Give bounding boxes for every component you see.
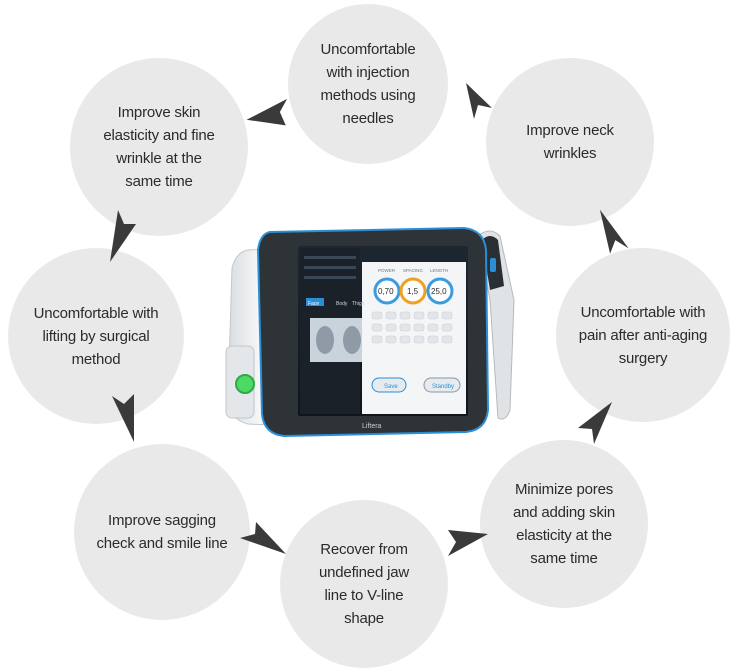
tab-thigh[interactable]: Thigh [352, 301, 365, 307]
bubble-neck-wrinkles: Improve neck wrinkles [486, 58, 654, 226]
bubble-label: Uncomfortable with lifting by surgical m… [33, 304, 159, 368]
readout-label: SPACING [403, 268, 423, 273]
readout-length: LENGTH 25,0 [426, 268, 454, 305]
bubble-surgical-lifting: Uncomfortable with lifting by surgical m… [8, 248, 184, 424]
bubble-skin-elasticity: Improve skin elasticity and fine wrinkle… [70, 58, 248, 236]
bubble-injection: Uncomfortable with injection methods usi… [288, 4, 448, 164]
readout-power: POWER 0,70 [373, 268, 401, 305]
save-button-label: Save [384, 384, 398, 390]
bubble-label: Uncomfortable with injection methods usi… [320, 41, 416, 127]
readout-value: 0,70 [378, 287, 394, 296]
bubble-label: Uncomfortable with pain after anti-aging… [578, 303, 708, 367]
bubble-label: Minimize pores and adding skin elasticit… [512, 481, 616, 567]
tab-face[interactable]: Face [308, 301, 319, 307]
save-button[interactable]: Save [371, 377, 407, 393]
bubble-label: Improve skin elasticity and fine wrinkle… [103, 104, 215, 190]
brand-label: Liftera [362, 423, 382, 430]
bubble-label: Improve sagging check and smile line [96, 512, 228, 552]
bubble-pain-after-surgery: Uncomfortable with pain after anti-aging… [556, 248, 730, 422]
bubble-label: Improve neck wrinkles [526, 122, 614, 162]
bubble-sagging-check: Improve sagging check and smile line [74, 444, 250, 620]
readout-label: LENGTH [430, 268, 448, 273]
power-button-icon [235, 374, 255, 394]
readout-spacing: SPACING 1,5 [399, 268, 427, 305]
readout-value: 1,5 [407, 287, 419, 296]
bubble-minimize-pores: Minimize pores and adding skin elasticit… [480, 440, 648, 608]
standby-button-label: Standby [432, 384, 454, 390]
readout-label: POWER [378, 268, 396, 273]
readout-value: 25,0 [431, 287, 447, 296]
bubble-jaw-line: Recover from undefined jaw line to V-lin… [280, 500, 448, 668]
bubble-label: Recover from undefined jaw line to V-lin… [319, 541, 409, 627]
standby-button[interactable]: Standby [423, 377, 461, 393]
tab-body[interactable]: Body [336, 301, 348, 307]
